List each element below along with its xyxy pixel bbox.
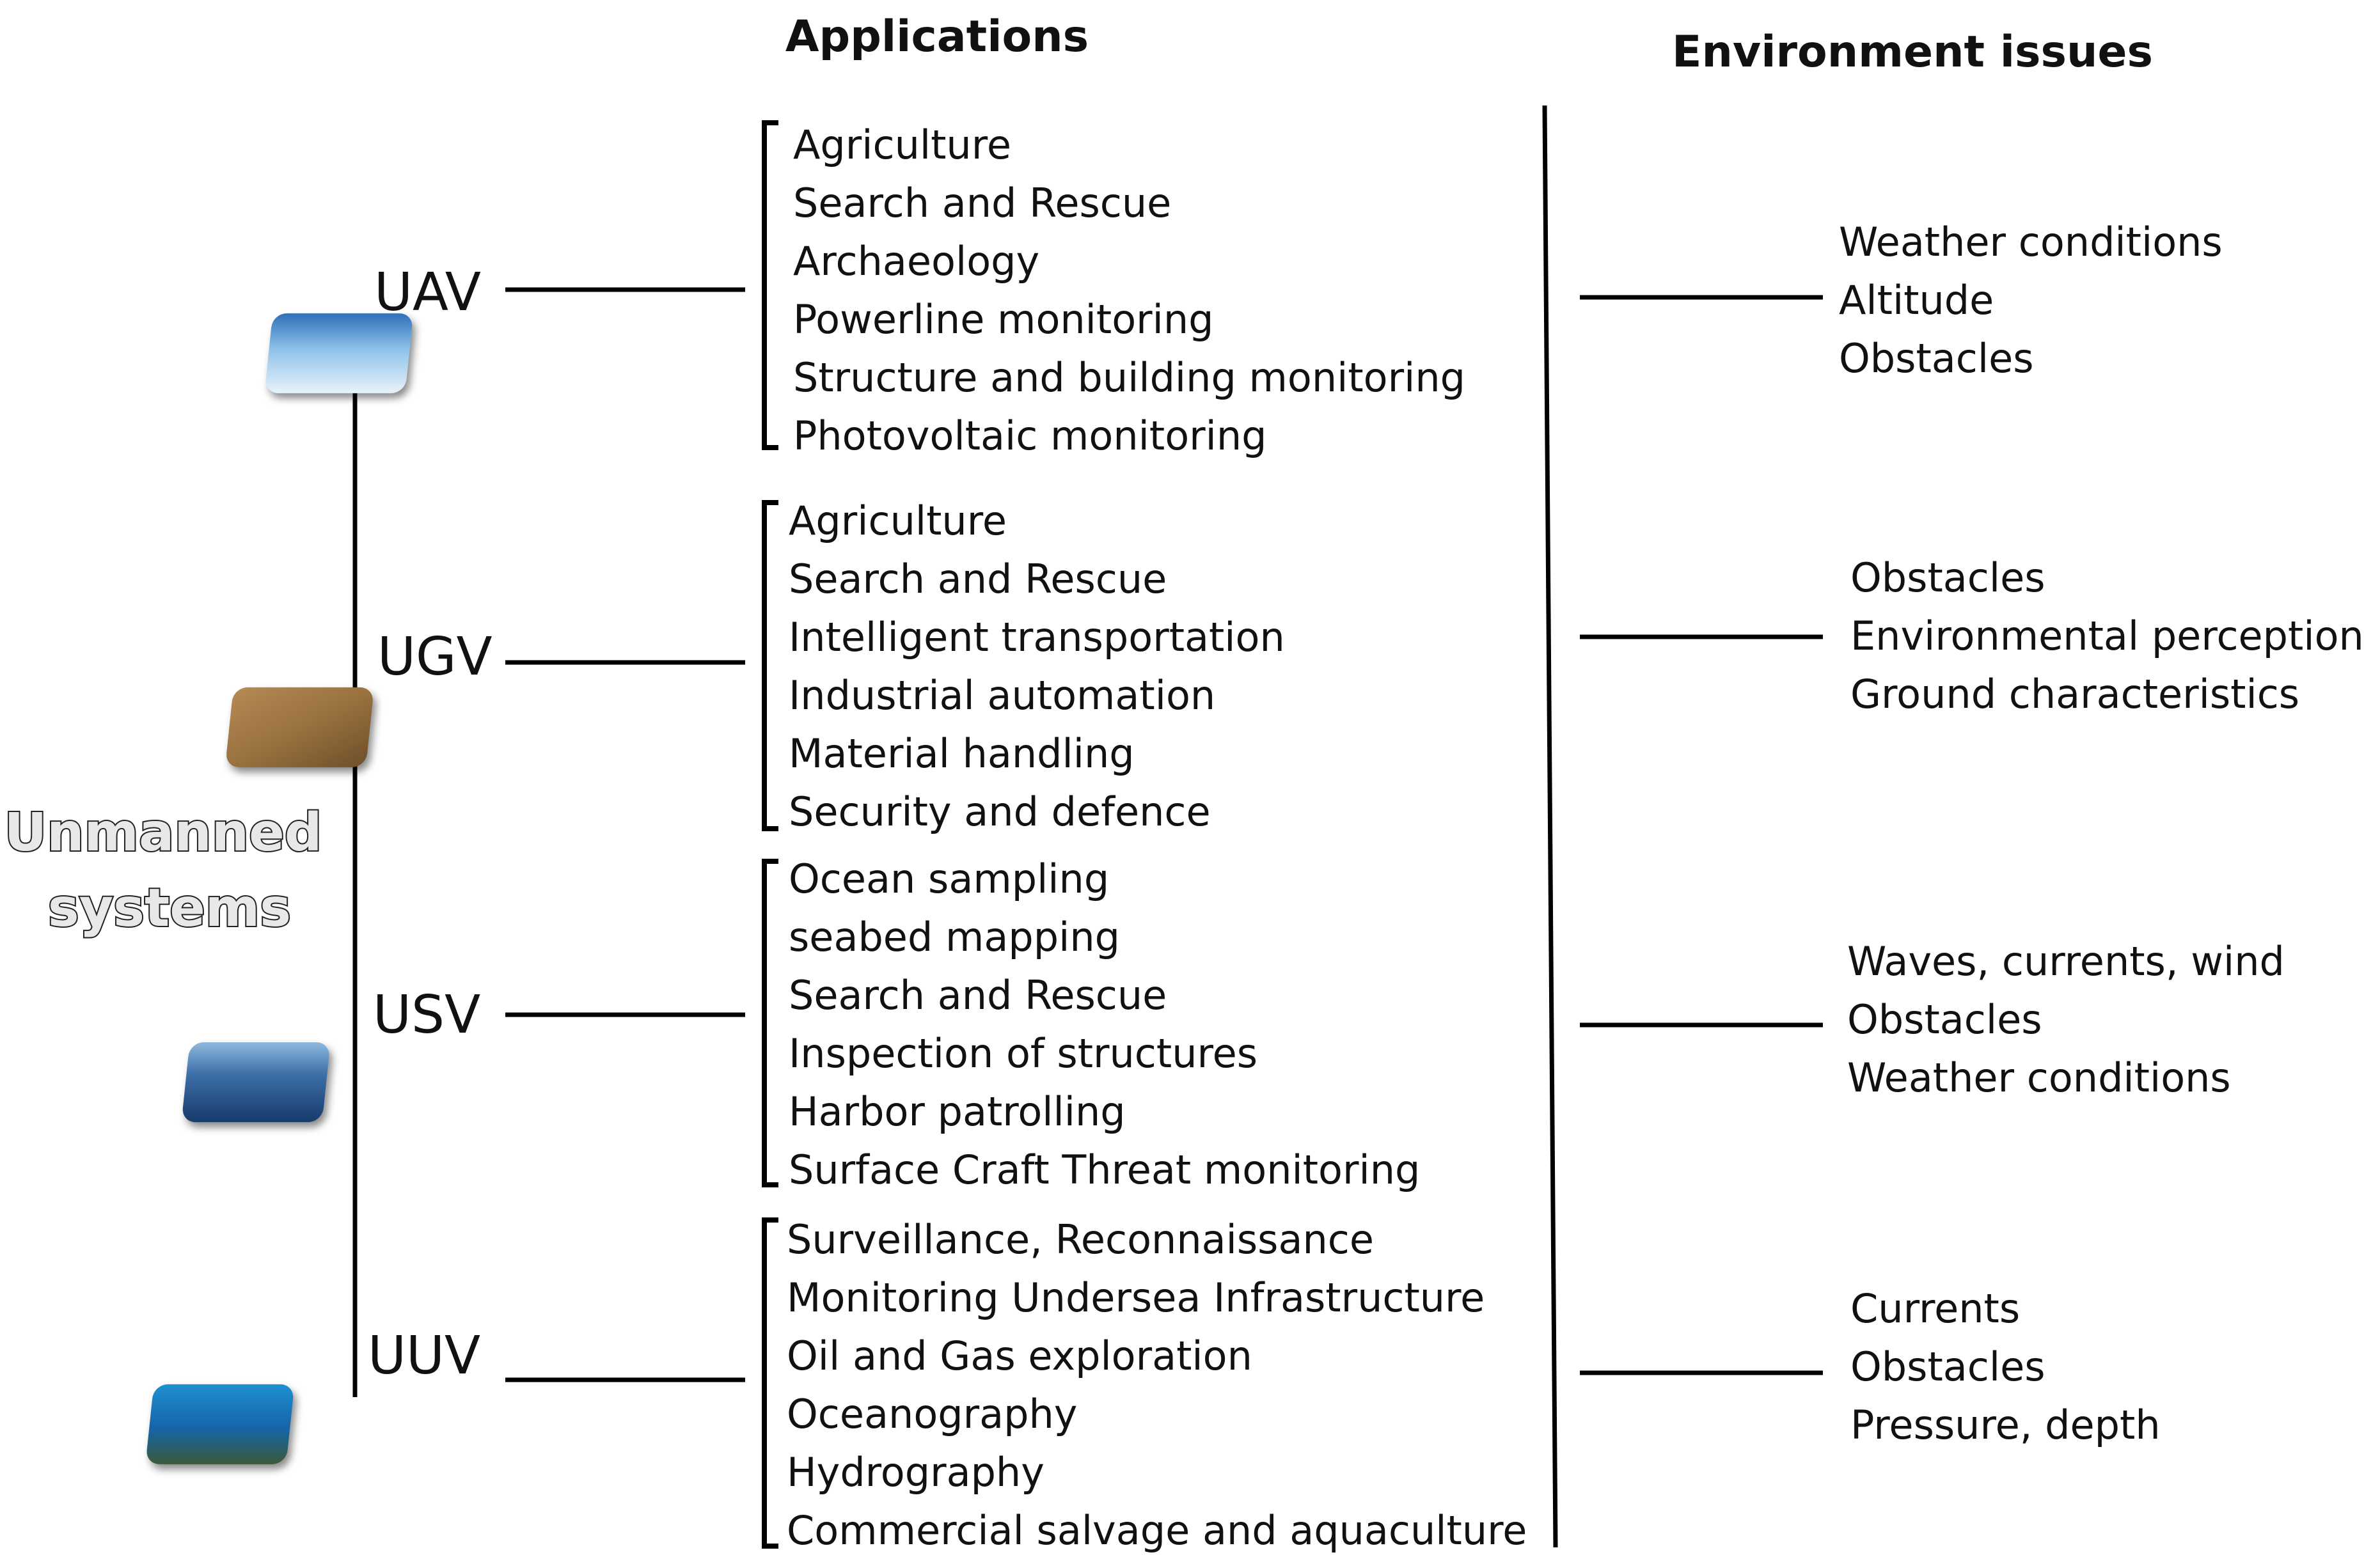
- usv-tile-image: [182, 1042, 329, 1122]
- uav-tile-image: [265, 313, 413, 393]
- usv-application-item: Search and Rescue: [789, 972, 1167, 1019]
- uav-application-item: Powerline monitoring: [793, 296, 1214, 343]
- ugv-environment-issue-item: Environmental perception: [1850, 613, 2364, 659]
- ugv-application-item: Search and Rescue: [789, 556, 1167, 602]
- uuv-environment-issue-item: Obstacles: [1850, 1343, 2045, 1390]
- uav-application-item: Photovoltaic monitoring: [793, 412, 1267, 459]
- uuv-environment-issue-item: Pressure, depth: [1850, 1402, 2161, 1448]
- uuv-applications-bracket: [762, 1217, 778, 1549]
- uav-applications-bracket: [762, 120, 778, 450]
- uuv-application-item: Commercial salvage and aquaculture: [787, 1507, 1527, 1554]
- uav-environment-issue-item: Weather conditions: [1839, 219, 2223, 265]
- usv-application-item: Harbor patrolling: [789, 1088, 1126, 1135]
- uav-application-item: Archaeology: [793, 238, 1039, 285]
- uuv-application-item: Oil and Gas exploration: [787, 1333, 1252, 1379]
- usv-application-item: Inspection of structures: [789, 1030, 1257, 1077]
- usv-environment-issue-item: Weather conditions: [1847, 1054, 2231, 1101]
- ugv-application-item: Intelligent transportation: [789, 614, 1285, 661]
- usv-application-item: Ocean sampling: [789, 856, 1109, 902]
- applications-header: Applications: [785, 12, 1089, 62]
- ugv-application-item: Agriculture: [789, 497, 1007, 544]
- usv-application-item: seabed mapping: [789, 914, 1120, 960]
- uav-application-item: Search and Rescue: [793, 180, 1171, 226]
- column-divider-line: [1542, 105, 1558, 1548]
- uuv-application-item: Oceanography: [787, 1391, 1077, 1437]
- uuv-environment-issue-item: Currents: [1850, 1285, 2020, 1332]
- uav-environment-issue-item: Obstacles: [1839, 335, 2034, 382]
- uuv-application-item: Surveillance, Reconnaissance: [787, 1216, 1374, 1263]
- uav-application-item: Structure and building monitoring: [793, 354, 1465, 401]
- uuv-application-item: Monitoring Undersea Infrastructure: [787, 1274, 1485, 1321]
- usv-environment-issue-item: Waves, currents, wind: [1847, 938, 2285, 985]
- uuv-label: UUV: [368, 1325, 480, 1386]
- ugv-environment-issue-item: Obstacles: [1850, 554, 2045, 601]
- uav-application-item: Agriculture: [793, 121, 1011, 168]
- ugv-application-item: Material handling: [789, 730, 1135, 777]
- ugv-label: UGV: [377, 627, 493, 687]
- usv-label: USV: [373, 985, 480, 1045]
- uuv-tile-image: [146, 1384, 294, 1464]
- uuv-application-item: Hydrography: [787, 1449, 1044, 1496]
- uav-label: UAV: [374, 262, 481, 323]
- environment-issues-header: Environment issues: [1672, 27, 2153, 77]
- usv-application-item: Surface Craft Threat monitoring: [789, 1146, 1420, 1193]
- root-label-line-1: Unmanned: [4, 802, 322, 863]
- ugv-application-item: Industrial automation: [789, 672, 1215, 719]
- usv-environment-issue-item: Obstacles: [1847, 996, 2042, 1043]
- ugv-tile-image: [226, 687, 373, 767]
- ugv-applications-bracket: [762, 500, 778, 831]
- usv-applications-bracket: [762, 859, 778, 1187]
- uav-environment-issue-item: Altitude: [1839, 277, 1994, 324]
- ugv-application-item: Security and defence: [789, 788, 1211, 835]
- ugv-environment-issue-item: Ground characteristics: [1850, 671, 2299, 717]
- root-label-line-2: systems: [48, 878, 291, 939]
